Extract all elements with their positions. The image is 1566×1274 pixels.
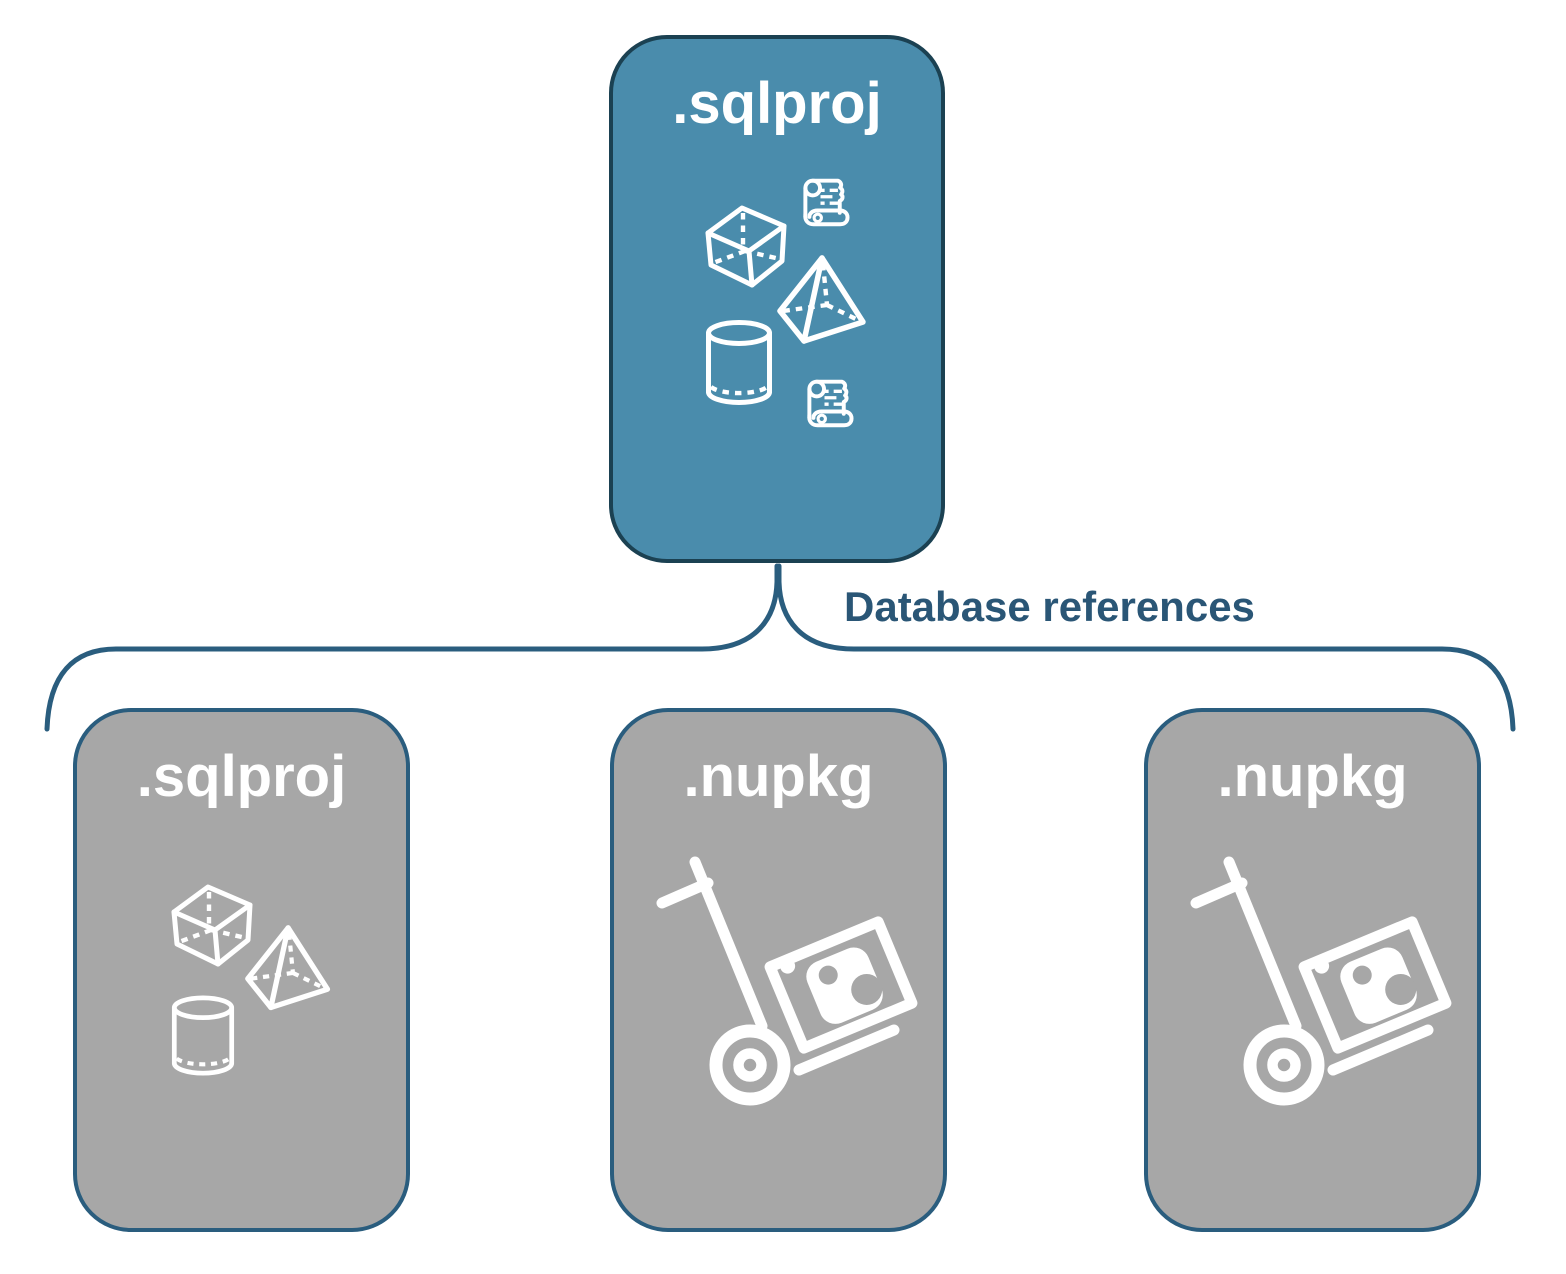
root-card-sqlproj: .sqlproj — [609, 35, 945, 563]
cylinder-icon — [705, 320, 773, 406]
scroll-icon — [793, 172, 859, 238]
child-card-nupkg-2: .nupkg — [1144, 708, 1481, 1232]
scroll-icon — [797, 373, 863, 439]
pyramid-icon — [239, 924, 343, 1018]
root-card-title: .sqlproj — [672, 71, 882, 136]
child-card-title: .sqlproj — [136, 744, 347, 809]
brace-path — [44, 563, 1516, 732]
connector-label: Database references — [844, 583, 1255, 630]
cylinder-icon — [171, 995, 235, 1077]
child-card-title: .nupkg — [683, 744, 874, 809]
child-card-sqlproj: .sqlproj — [73, 708, 410, 1232]
nuget-dolly-icon — [1176, 850, 1466, 1120]
pyramid-icon — [771, 254, 879, 352]
child-card-title: .nupkg — [1217, 744, 1408, 809]
child-card-nupkg-1: .nupkg — [610, 708, 947, 1232]
cube-icon — [165, 878, 257, 968]
cube-icon — [699, 199, 791, 289]
nuget-dolly-icon — [642, 850, 932, 1120]
